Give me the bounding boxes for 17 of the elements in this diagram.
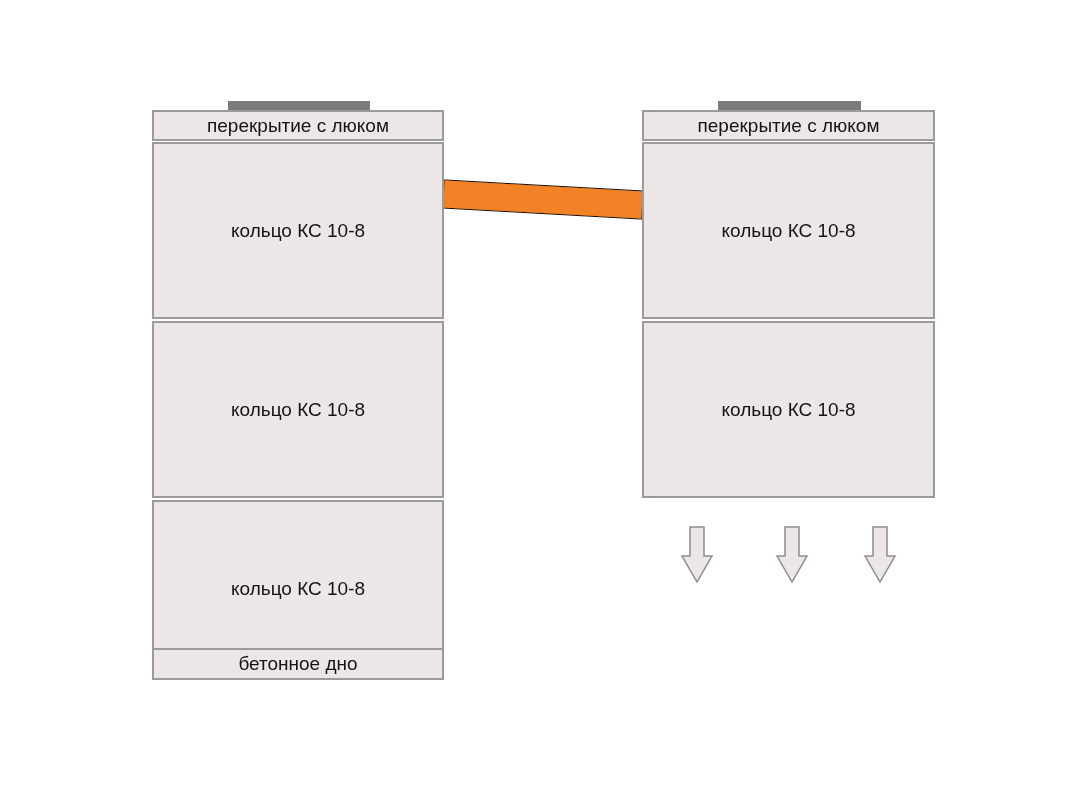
ring-label: кольцо КС 10-8 [721, 219, 856, 242]
ring-label: кольцо КС 10-8 [230, 219, 366, 242]
concrete-ring [642, 142, 935, 319]
concrete-bottom [152, 648, 444, 680]
slab-label: перекрытие с люком [697, 114, 880, 137]
concrete-ring [152, 142, 444, 319]
cover-slab [152, 110, 444, 141]
ring-label: кольцо КС 10-8 [721, 398, 856, 421]
concrete-ring [152, 321, 444, 498]
ring-label: кольцо КС 10-8 [230, 578, 366, 600]
pipe [443, 180, 643, 219]
bottom-label: бетонное дно [238, 653, 358, 675]
slab-label: перекрытие с люком [207, 114, 389, 137]
ring-label: кольцо КС 10-8 [230, 398, 366, 421]
cover-slab [642, 110, 935, 141]
concrete-ring [152, 500, 444, 678]
concrete-ring [642, 321, 935, 498]
